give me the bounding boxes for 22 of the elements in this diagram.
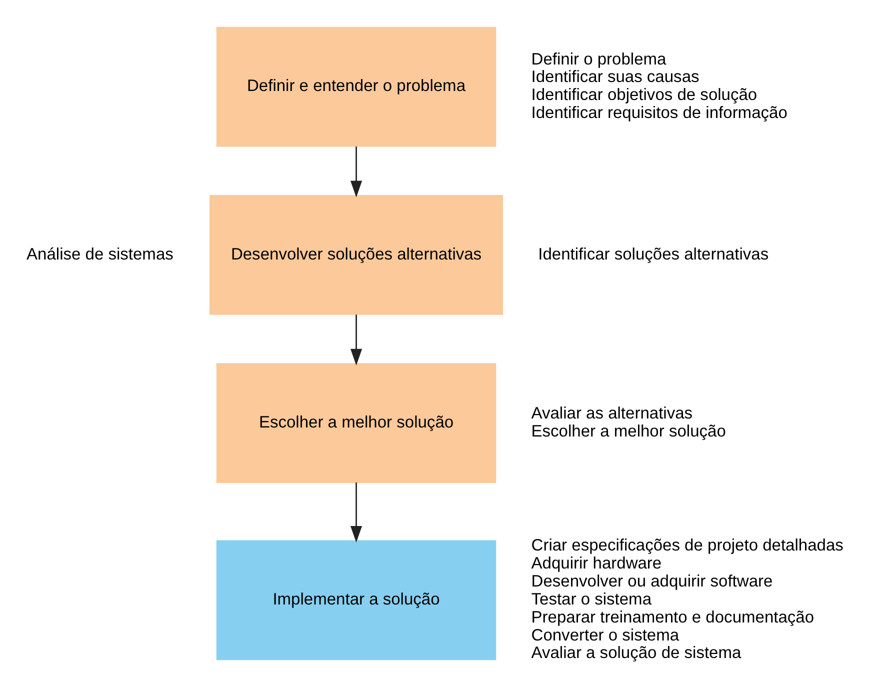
node-label: Testar o sistema xyxy=(530,589,652,608)
arrow xyxy=(350,314,362,366)
node-label: Definir o problema xyxy=(530,49,666,68)
node-label: Criar especificações de projeto detalhadas xyxy=(530,536,843,555)
node-label: Identificar objetivos de solução xyxy=(530,85,757,104)
node-label: Escolher a melhor solução xyxy=(530,421,726,440)
node-box: Desenvolver soluções alternativas xyxy=(209,195,503,315)
node-box: Implementar a solução xyxy=(216,540,496,660)
node-box: Definir e entender o problema xyxy=(216,26,496,147)
node-box: Escolher a melhor solução xyxy=(216,363,496,484)
node-label: Avaliar as alternativas xyxy=(530,403,692,422)
node-label: Identificar soluções alternativas xyxy=(538,244,768,264)
arrow xyxy=(350,482,362,542)
label: Análise de sistemas xyxy=(26,244,173,264)
node-label: Preparar treinamento e documentação xyxy=(530,607,814,626)
node-label: Identificar suas causas xyxy=(530,67,699,86)
node-label: Desenvolver ou adquirir software xyxy=(530,572,772,591)
arrow xyxy=(350,146,362,198)
node-label: Adquirir hardware xyxy=(530,554,662,573)
node-label: Identificar requisitos de informação xyxy=(530,103,787,122)
node-label: Avaliar a solução de sistema xyxy=(530,643,741,662)
node-label: Converter o sistema xyxy=(530,625,679,644)
